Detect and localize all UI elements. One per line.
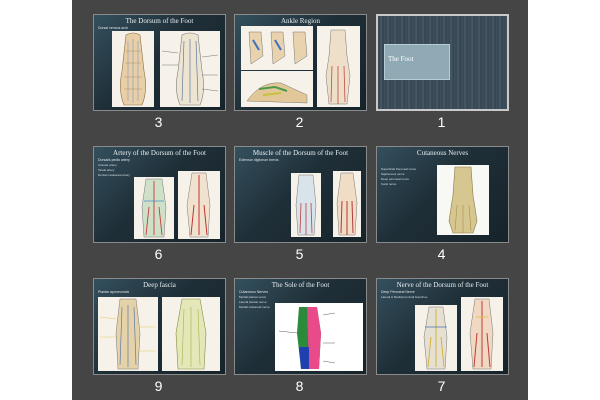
anatomy-image [241, 71, 313, 107]
anatomy-image [160, 31, 220, 107]
bullet-item: Deep peroneal nerve [381, 177, 410, 181]
anatomy-image [178, 171, 220, 239]
slide-2[interactable]: Ankle Region [234, 14, 367, 111]
slide-title: Deep fascia [143, 281, 176, 289]
bullet-item: Tarsal artery [98, 168, 115, 172]
slide-thumbnail-3[interactable]: The Dorsum of the Foot Dorsal venous arc… [93, 14, 226, 135]
anatomy-image [437, 165, 489, 235]
bullet-item: Sural nerve [381, 182, 397, 186]
slide-thumbnail-2[interactable]: Ankle Region 2 [234, 14, 367, 135]
slide-number: 5 [295, 246, 304, 262]
slide-number: 1 [437, 114, 446, 130]
anatomy-image [461, 297, 503, 371]
bullet-item: Lateral plantar nerve [239, 300, 267, 304]
slide-title: Artery of the Dorsum of the Foot [113, 149, 206, 157]
slide-9[interactable]: Deep fascia Plantar aponeurosis [93, 278, 226, 375]
slide-thumbnail-6[interactable]: Artery of the Dorsum of the Foot Dorsali… [93, 146, 226, 267]
slide-subtitle: Plantar aponeurosis [98, 290, 130, 294]
sole-diagram [275, 303, 363, 371]
anatomy-image [98, 297, 158, 371]
slide-1[interactable]: The Foot [376, 14, 509, 111]
anatomy-image [162, 297, 220, 371]
bullet-item: Medial plantar nerve [239, 295, 267, 299]
slide-thumbnail-9[interactable]: Deep fascia Plantar aponeurosis 9 [93, 278, 226, 399]
slide-6[interactable]: Artery of the Dorsum of the Foot Dorsali… [93, 146, 226, 243]
slide-thumbnail-5[interactable]: Muscle of the Dorsum of the Foot Extenso… [234, 146, 367, 267]
bullet-item: Medial calcaneal nerve [239, 305, 270, 309]
slide-title: Ankle Region [280, 17, 321, 25]
slide-subtitle: Extensor digitorum brevis [239, 158, 279, 162]
slide-3[interactable]: The Dorsum of the Foot Dorsal venous arc… [93, 14, 226, 111]
slide-subtitle: Cutaneous Nerves [239, 290, 268, 294]
anatomy-image [317, 26, 360, 107]
bullet-item: Superficial Peroneal nerve [381, 167, 417, 171]
anatomy-image [291, 173, 321, 237]
slide-thumbnail-4[interactable]: Cutaneous Nerves Superficial Peroneal ne… [376, 146, 509, 267]
slide-8[interactable]: The Sole of the Foot Cutaneous Nerves Me… [234, 278, 367, 375]
slide-title: The Foot [388, 55, 414, 63]
slide-number: 9 [154, 378, 163, 394]
slide-title: Cutaneous Nerves [416, 149, 469, 157]
anatomy-image [134, 177, 174, 239]
slide-number: 7 [437, 378, 446, 394]
slide-number: 4 [437, 246, 446, 262]
slide-4[interactable]: Cutaneous Nerves Superficial Peroneal ne… [376, 146, 509, 243]
slide-number: 3 [154, 114, 163, 130]
slide-thumbnail-7[interactable]: Nerve of the Dorsum of the Foot Deep Per… [376, 278, 509, 399]
bullet-item: Saphenous nerve [381, 172, 405, 176]
slide-title: The Sole of the Foot [271, 281, 330, 289]
bullet-list: Superficial Peroneal nerve Saphenous ner… [381, 167, 419, 187]
slide-title: Nerve of the Dorsum of the Foot [396, 281, 489, 289]
slide-thumbnail-1[interactable]: The Foot 1 [376, 14, 509, 135]
bullet-item: Arcuate artery [98, 163, 117, 167]
slide-subtitle: Dorsal venous arch [98, 26, 129, 30]
slide-7[interactable]: Nerve of the Dorsum of the Foot Deep Per… [376, 278, 509, 375]
slide-thumbnail-8[interactable]: The Sole of the Foot Cutaneous Nerves Me… [234, 278, 367, 399]
slide-subtitle: Deep Peroneal Nerve [381, 290, 415, 294]
slide-number: 2 [295, 114, 304, 130]
anatomy-image [112, 31, 154, 107]
slide-number: 8 [295, 378, 304, 394]
slide-title: Muscle of the Dorsum of the Foot [252, 149, 349, 157]
bullet-list: Medial plantar nerve Lateral plantar ner… [239, 295, 277, 310]
anatomy-image [241, 26, 313, 70]
anatomy-image [415, 305, 457, 371]
bullet-item: Lateral & Medial terminal branches [381, 295, 428, 299]
title-box [384, 44, 450, 80]
slide-sorter: The Dorsum of the Foot Dorsal venous arc… [72, 0, 528, 400]
slide-number: 6 [154, 246, 163, 262]
anatomy-image [333, 171, 361, 237]
slide-title: The Dorsum of the Foot [125, 17, 194, 25]
bullet-item: Dorsal metatarsal artery [98, 173, 131, 177]
slide-5[interactable]: Muscle of the Dorsum of the Foot Extenso… [234, 146, 367, 243]
slide-subtitle: Dorsalis pedis artery [98, 158, 130, 162]
bullet-list: Lateral & Medial terminal branches [381, 295, 428, 300]
bullet-list: Arcuate artery Tarsal artery Dorsal meta… [98, 163, 136, 178]
